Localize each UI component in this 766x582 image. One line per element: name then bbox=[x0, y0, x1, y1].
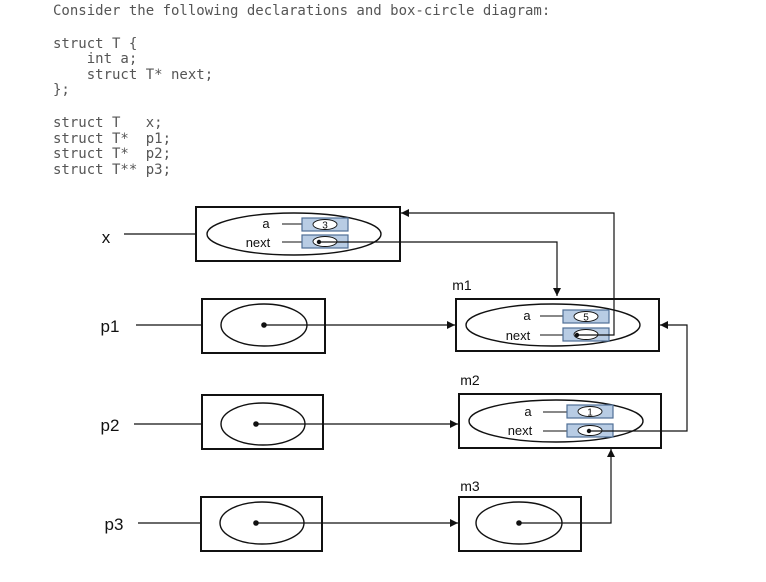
code-line: struct T { bbox=[53, 35, 138, 52]
m3-box bbox=[458, 496, 582, 552]
x-struct-box: a 3 next bbox=[195, 206, 401, 262]
prompt-text: Consider the following declarations and … bbox=[53, 3, 551, 19]
code-line: struct T* p2; bbox=[53, 146, 172, 163]
m2-field-a-value: 1 bbox=[587, 408, 593, 419]
m1-struct-box: a 5 next bbox=[455, 298, 660, 352]
p2-pointer-box bbox=[201, 394, 324, 450]
label-x: x bbox=[102, 228, 111, 247]
label-p1: p1 bbox=[101, 317, 120, 336]
m2-field-a-label: a bbox=[524, 404, 532, 419]
m2-struct-box: a 1 next bbox=[458, 393, 662, 449]
m1-field-next-label: next bbox=[506, 328, 531, 343]
x-field-next-label: next bbox=[246, 235, 271, 250]
arrow-m1-next-to-x bbox=[401, 209, 615, 336]
x-field-a-value: 3 bbox=[322, 221, 328, 232]
code-line: struct T x; bbox=[53, 114, 163, 131]
p1-pointer-box bbox=[201, 298, 326, 354]
code-line: struct T* next; bbox=[53, 66, 214, 83]
code-listing: Consider the following declarations and … bbox=[53, 3, 551, 178]
m1-field-a-value: 5 bbox=[583, 313, 589, 324]
label-p3: p3 bbox=[105, 515, 124, 534]
arrow-x-next-to-m1 bbox=[319, 241, 561, 296]
label-m2: m2 bbox=[460, 372, 480, 388]
arrow-m3-to-m2-next bbox=[519, 449, 615, 524]
p3-pointer-box bbox=[200, 496, 323, 552]
arrow-m2-next-to-m1 bbox=[589, 321, 688, 432]
m1-field-a-label: a bbox=[523, 308, 531, 323]
label-p2: p2 bbox=[101, 416, 120, 435]
code-line: struct T* p1; bbox=[53, 130, 172, 147]
label-m1: m1 bbox=[452, 277, 472, 293]
x-field-a-label: a bbox=[262, 216, 270, 231]
code-line: int a; bbox=[53, 51, 138, 68]
code-line: struct T** p3; bbox=[53, 161, 172, 178]
code-line: }; bbox=[53, 82, 70, 99]
label-m3: m3 bbox=[460, 478, 480, 494]
m2-field-next-label: next bbox=[508, 423, 533, 438]
